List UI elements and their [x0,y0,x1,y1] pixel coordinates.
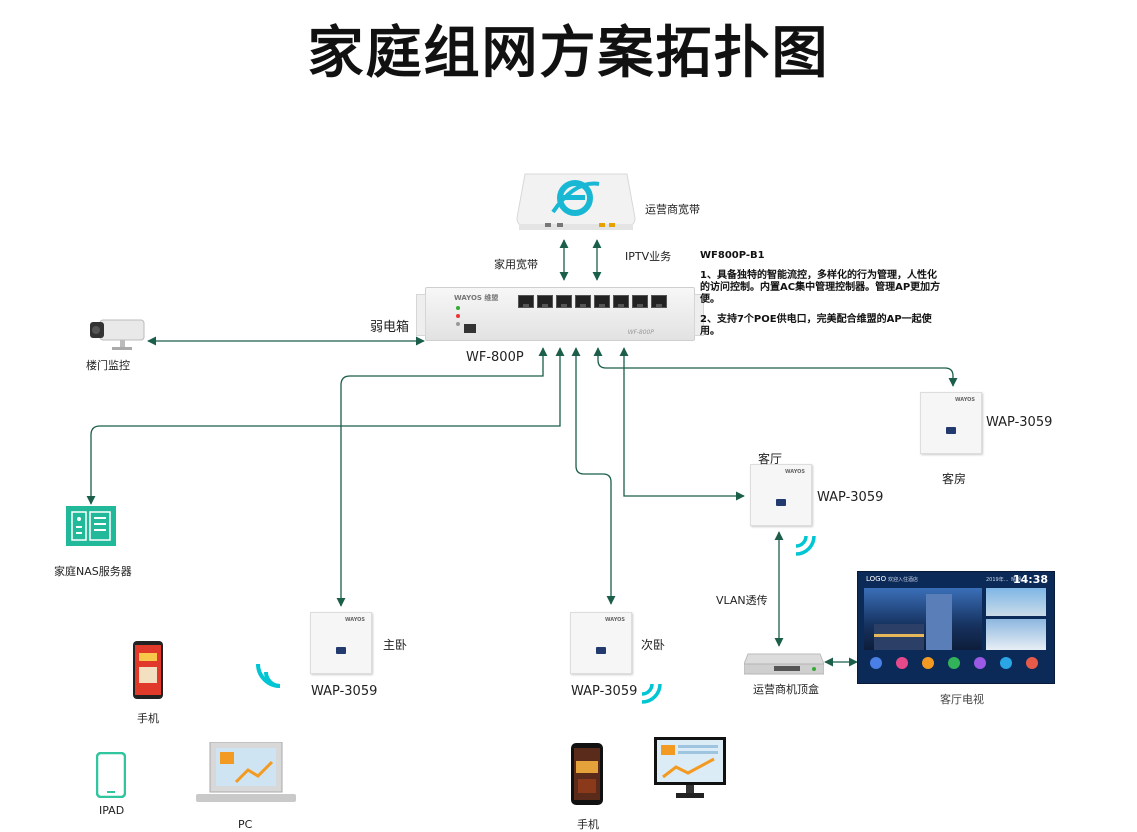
switch-description: WF800P-B1 1、具备独特的智能流控，多样化的行为管理，人性化的访问控制。… [700,250,945,346]
switch-model: WF-800P [627,329,654,336]
ap-living-device: WAYOS [750,464,812,526]
tv-label: 客厅电视 [940,693,984,706]
phone-icon [571,743,603,805]
phone-icon [133,641,163,699]
stb-label: 运营商机顶盒 [753,683,819,696]
ethernet-port-icon [651,295,667,308]
led-icon [456,306,460,310]
tv-hotel-image [864,588,982,650]
tv-thumb-image [986,619,1046,650]
ie-logo-icon [551,180,600,216]
ethernet-port-icon [518,295,534,308]
ap-guest-device: WAYOS [920,392,982,454]
ethernet-port-icon [632,295,648,308]
tv-app-icon [948,657,960,669]
wifi-signal-icon [256,663,281,688]
switch-label: WF-800P [466,350,524,365]
uplink-iptv-label: IPTV业务 [625,250,672,263]
tv-app-icon [896,657,908,669]
ethernet-port-icon [575,295,591,308]
nas-label: 家庭NAS服务器 [54,565,132,578]
camera-icon [90,319,145,350]
link-ap-master [336,347,548,607]
led-icon [456,314,460,318]
tv-thumb-image [986,588,1046,616]
ap-second-room: 次卧 [641,638,666,652]
vlan-label: VLAN透传 [716,594,768,607]
link-nas [86,347,565,505]
ethernet-port-icon [556,295,572,308]
tv-app-icon [870,657,882,669]
ap-guest-room: 客房 [942,472,967,486]
client-phone-2-label: 手机 [577,818,599,831]
ap-port-icon [776,499,786,506]
tv-weather: 晴朗 [1011,577,1022,583]
modem-icon [516,173,636,230]
ethernet-port-icon [613,295,629,308]
wifi-signal-icon [795,535,816,556]
description-point-1: 1、具备独特的智能流控，多样化的行为管理，人性化的访问控制。内置AC集中管理控制… [700,270,941,305]
tv-app-icon [974,657,986,669]
laptop-icon [196,742,296,802]
link-ap-second [571,347,616,605]
ethernet-port-icon [594,295,610,308]
tv-app-icon [1000,657,1012,669]
tv-app-icon [1026,657,1038,669]
ap-guest-model: WAP-3059 [986,415,1053,430]
ap-port-icon [596,647,606,654]
camera-label: 楼门监控 [86,359,130,372]
tv-date: 2019年... [986,577,1009,583]
led-icon [456,322,460,326]
wifi-signal-icon [641,683,662,704]
modem-label: 运营商宽带 [645,203,700,216]
tv-clock: 14:38 [1012,573,1048,586]
link-ap-guest [593,347,958,387]
tv-app-icon [922,657,934,669]
modem-device [515,168,637,234]
tablet-icon [96,752,126,798]
console-port-icon [464,324,476,333]
link-ap-living [619,347,745,501]
tv-logo: LOGO [866,575,887,583]
uplink-broadband-label: 家用宽带 [494,258,538,271]
ap-port-icon [336,647,346,654]
ap-master-device: WAYOS [310,612,372,674]
ap-second-model: WAP-3059 [571,684,638,699]
description-heading: WF800P-B1 [700,250,765,261]
set-top-box-icon [744,653,824,675]
ap-living-room: 客厅 [758,452,783,466]
tv-screen: LOGO 欢迎入住酒店 2019年... 晴朗 14:38 [857,571,1055,684]
ap-living-model: WAP-3059 [817,490,884,505]
tv-header: 欢迎入住酒店 [888,577,919,583]
client-pc-label: PC [238,818,253,831]
page-title: 家庭组网方案拓扑图 [307,21,830,86]
cabinet-label: 弱电箱 [370,320,410,335]
description-point-2: 2、支持7个POE供电口，完美配合维盟的AP一起使用。 [700,314,932,337]
ap-port-icon [946,427,956,434]
ap-second-device: WAYOS [570,612,632,674]
ethernet-port-icon [537,295,553,308]
client-phone-label: 手机 [137,712,159,725]
ap-master-room: 主卧 [383,638,408,652]
ap-master-model: WAP-3059 [311,684,378,699]
nas-server-icon [66,506,116,546]
client-ipad-label: IPAD [99,804,125,817]
switch-device: WAYOS 维盟 WF-800P [416,287,704,341]
switch-brand: WAYOS 维盟 [454,294,499,302]
monitor-icon [654,737,726,798]
